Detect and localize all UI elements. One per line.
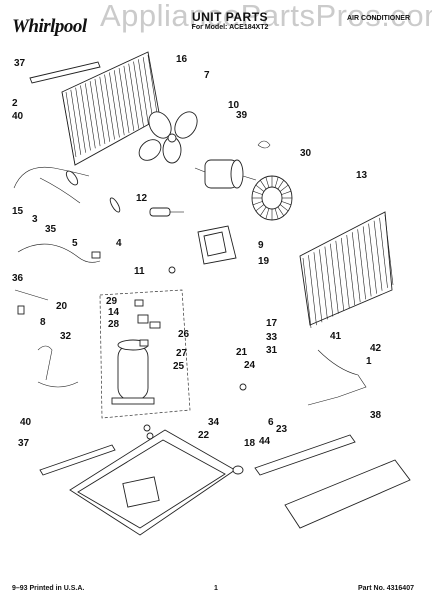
callout-42: 42 [370, 343, 382, 354]
overload-parts[interactable] [134, 299, 161, 347]
seal-strip[interactable] [254, 434, 356, 476]
callout-36: 36 [12, 273, 24, 284]
callout-2: 2 [12, 98, 18, 109]
motor-mount[interactable] [197, 225, 237, 265]
condenser-coil[interactable] [61, 51, 161, 166]
capillary-tube[interactable] [307, 349, 367, 406]
page-title: UNIT PARTS [191, 10, 269, 24]
callout-25: 25 [173, 361, 185, 372]
callout-27: 27 [176, 348, 188, 359]
base-pan[interactable] [69, 429, 236, 536]
wire-harness[interactable] [17, 243, 101, 263]
base-bracket[interactable] [39, 444, 116, 476]
drain-pan[interactable] [284, 459, 411, 529]
clip[interactable] [257, 140, 271, 149]
refrigerant-tubing[interactable] [13, 166, 122, 213]
callout-24: 24 [244, 360, 256, 371]
callout-19: 19 [258, 256, 270, 267]
callout-8: 8 [40, 317, 46, 328]
callout-6: 6 [268, 417, 274, 428]
callout-9: 9 [258, 240, 264, 251]
compressor-assembly-outline [99, 289, 191, 419]
callout-4: 4 [116, 238, 122, 249]
overload-bracket[interactable] [37, 345, 79, 388]
fan-blade[interactable] [135, 108, 202, 165]
category-label: AIR CONDITIONER [347, 15, 410, 22]
coil-bracket[interactable] [29, 61, 101, 84]
evaporator-coil[interactable] [299, 211, 394, 329]
callout-33: 33 [266, 332, 278, 343]
callout-30: 30 [300, 148, 312, 159]
callout-26: 26 [178, 329, 190, 340]
callout-7: 7 [204, 70, 210, 81]
compressor[interactable] [111, 339, 155, 405]
callout-11: 11 [134, 266, 145, 277]
callout-15: 15 [12, 206, 24, 217]
thermostat[interactable] [14, 289, 49, 315]
callout-34: 34 [208, 417, 220, 428]
capacitor[interactable] [149, 207, 184, 217]
callout-37: 37 [14, 58, 26, 69]
callout-13: 13 [356, 170, 368, 181]
callout-37: 37 [18, 438, 30, 449]
blower-wheel[interactable] [251, 175, 293, 221]
callout-35: 35 [45, 224, 57, 235]
callout-29: 29 [106, 296, 118, 307]
page-number: 1 [214, 585, 218, 592]
callout-18: 18 [244, 438, 256, 449]
callout-5: 5 [72, 238, 78, 249]
callout-28: 28 [108, 319, 120, 330]
callout-17: 17 [266, 318, 278, 329]
callout-40: 40 [20, 417, 32, 428]
callout-12: 12 [136, 193, 148, 204]
grommet[interactable] [232, 465, 244, 475]
callout-23: 23 [276, 424, 288, 435]
brand-logo: Whirlpool [12, 16, 87, 37]
callout-21: 21 [236, 347, 248, 358]
callout-32: 32 [60, 331, 72, 342]
callout-31: 31 [266, 345, 278, 356]
fan-motor[interactable] [194, 159, 257, 189]
callout-14: 14 [108, 307, 120, 318]
watermark: AppliancePartsPros.com [100, 0, 432, 33]
callout-39: 39 [236, 110, 248, 121]
callout-1: 1 [366, 356, 372, 367]
callout-16: 16 [176, 54, 188, 65]
callout-44: 44 [259, 436, 271, 447]
callout-3: 3 [32, 214, 38, 225]
part-number: Part No. 4316407 [357, 585, 414, 592]
callout-10: 10 [228, 100, 240, 111]
callout-40: 40 [12, 111, 24, 122]
fasteners[interactable] [143, 266, 247, 440]
callout-20: 20 [56, 301, 68, 312]
callout-38: 38 [370, 410, 382, 421]
model-subtitle: For Model: ACE184XT2 [191, 24, 269, 31]
print-info: 9–93 Printed in U.S.A. [12, 585, 85, 592]
callout-41: 41 [330, 331, 342, 342]
callout-22: 22 [198, 430, 210, 441]
